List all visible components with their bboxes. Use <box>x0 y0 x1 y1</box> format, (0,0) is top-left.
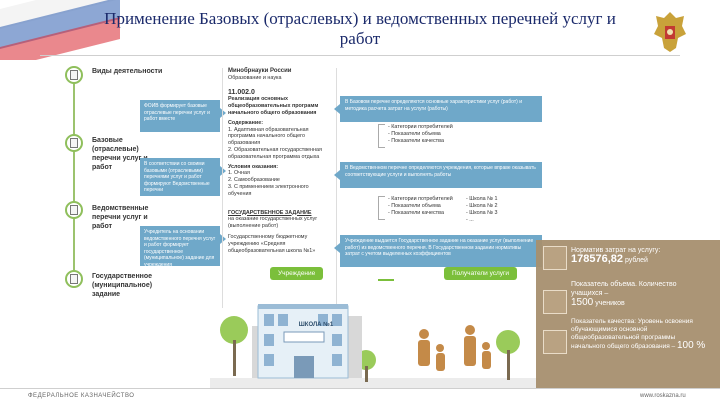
list-item: - Показатели объема <box>388 131 441 137</box>
condition-item-1: 1. Очная <box>228 170 250 177</box>
quality-icon <box>543 330 567 354</box>
norm-block: Норматив затрат на услугу: 178576,82 руб… <box>571 246 711 265</box>
list-item: - Категории потребителей <box>388 196 453 202</box>
stage-label-dept-lists: Ведомственные перечни услуг и работ <box>92 205 149 230</box>
footer-divider <box>0 388 720 389</box>
list-item: - Показатели объема <box>388 203 441 209</box>
norm-label: Норматив затрат на услугу: <box>571 247 661 254</box>
stage-icon-2 <box>65 134 83 152</box>
page-title: Применение Базовых (отраслевых) и ведомс… <box>104 9 616 48</box>
left-note-3: Учредитель на основании ведомственного п… <box>140 226 226 268</box>
list-item: - Школа № 3 <box>466 210 498 216</box>
footer-url[interactable]: www.roskazna.ru <box>640 393 686 399</box>
students-icon <box>543 290 567 314</box>
right-note-3: Учреждение выдается Государственное зада… <box>334 235 542 267</box>
volume-value: 1500 <box>571 297 594 308</box>
stage-icon-4 <box>65 270 83 288</box>
right-note-2: В Ведомственном перечне определяются учр… <box>334 162 542 188</box>
divider-right <box>336 68 337 308</box>
condition-item-2: 2. Самообразование <box>228 177 280 184</box>
money-icon <box>543 246 567 270</box>
header-divider <box>40 55 680 56</box>
ministry-sub: Образование и наука <box>228 74 282 81</box>
task-sub: на оказание государственных услуг (выпол… <box>228 216 318 230</box>
task-heading: ГОСУДАРСТВЕННОЕ ЗАДАНИЕ <box>228 209 312 216</box>
coat-of-arms-icon <box>654 12 686 52</box>
stage-icon-1 <box>65 66 83 84</box>
conditions-label: Условия оказания: <box>228 163 279 170</box>
service-code: 11.002.0 <box>228 88 255 96</box>
right-note-1: В Базовом перечне определяются основные … <box>334 96 542 122</box>
list-characteristics-2: - Категории потребителей - Показатели об… <box>388 196 468 217</box>
list-item: - ... <box>466 217 474 223</box>
list-item: - Школа № 1 <box>466 196 498 202</box>
footer-org: ФЕДЕРАЛЬНОЕ КАЗНАЧЕЙСТВО <box>28 393 135 399</box>
stage-label-activities: Виды деятельности <box>92 68 163 75</box>
school-sign: ШКОЛА №1 <box>298 322 334 328</box>
list-item: - Школа № 2 <box>466 203 498 209</box>
condition-item-3: 3. С применением электронного обучения <box>228 183 309 197</box>
quality-value: 100 % <box>676 340 706 351</box>
task-note: Государственному бюджетному учреждению «… <box>228 233 316 254</box>
norm-value: 178576,82 <box>571 253 623 265</box>
quality-label: Показатель качества: Уровень освоения об… <box>571 318 693 350</box>
institution-bubble: Учреждение <box>270 267 324 280</box>
list-schools: - Школа № 1 - Школа № 2 - Школа № 3 - ..… <box>466 196 526 224</box>
quality-block: Показатель качества: Уровень освоения об… <box>571 318 711 351</box>
content-item-1: 1. Адаптивная образовательная программа … <box>228 126 309 147</box>
norm-unit: рублей <box>624 257 648 264</box>
content-item-2: 2. Образовательная государственная образ… <box>228 146 322 160</box>
stage-label-base-lists: Базовые (отраслевые) перечни услуг и раб… <box>92 137 148 171</box>
list-item: - Показатели качества <box>388 210 444 216</box>
left-note-2: В соответствии со своими базовыми (отрас… <box>140 158 226 196</box>
bracket-2 <box>378 196 385 220</box>
left-note-1: ФОИВ формирует базовые отраслевые перечн… <box>140 100 226 132</box>
timeline-line <box>73 72 75 280</box>
center-column: Минобрнауки России Образование и наука 1… <box>228 68 330 254</box>
list-item: - Категории потребителей <box>388 124 453 130</box>
volume-label: Показатель объема. Количество учащихся – <box>571 281 677 297</box>
list-characteristics-1: - Категории потребителей - Показатели об… <box>388 124 488 145</box>
content-label: Содержание: <box>228 119 264 126</box>
school-illustration <box>220 279 520 382</box>
recipients-bubble: Получатели услуги <box>444 267 518 280</box>
stage-label-gov-task: Государственное (муниципальное) задание <box>92 273 153 298</box>
divider-left <box>222 68 223 308</box>
volume-unit: учеников <box>595 300 625 307</box>
list-item: - Показатели качества <box>388 138 444 144</box>
volume-block: Показатель объема. Количество учащихся –… <box>571 280 691 308</box>
service-heading: Реализация основных общеобразовательных … <box>228 96 319 116</box>
stage-icon-3 <box>65 201 83 219</box>
ministry-name: Минобрнауки России <box>228 68 292 74</box>
ground <box>210 378 540 388</box>
bracket-1 <box>378 124 385 148</box>
